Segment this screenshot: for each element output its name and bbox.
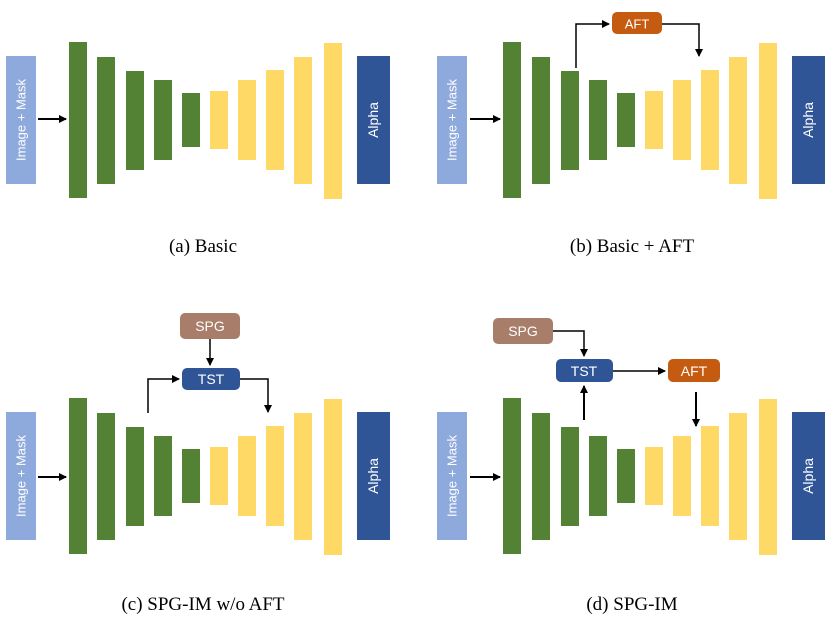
decoder-layer-4 (294, 413, 312, 540)
alpha-label: Alpha (800, 458, 816, 494)
caption-d: (d) SPG-IM (586, 594, 677, 615)
spg-block (493, 318, 553, 344)
panel-d: Image + Mask Alpha SPG TST AFT (d) SPG-I… (437, 318, 825, 615)
aft-block (668, 359, 720, 382)
caption-b: (b) Basic + AFT (570, 236, 695, 257)
alpha-label: Alpha (800, 102, 816, 138)
decoder-layer-5 (759, 43, 777, 199)
panel-b: Image + Mask Alpha AFT (b) Basic + AFT (437, 12, 825, 257)
decoder-layer-3 (701, 426, 719, 526)
encoder-layer-2 (97, 413, 115, 540)
decoder-layer-3 (266, 426, 284, 526)
skip-connection-arrow (575, 20, 610, 68)
encoder-layer-4 (154, 436, 172, 516)
decoder-layer-3 (701, 70, 719, 170)
decoder-layer-2 (238, 80, 256, 160)
spg-label: SPG (195, 318, 225, 334)
alpha-label: Alpha (365, 458, 381, 494)
encoder-layer-5 (617, 93, 635, 147)
encoder-layer-1 (69, 398, 87, 554)
encoder-layer-2 (97, 57, 115, 184)
alpha-box (792, 412, 825, 540)
tst-label: TST (571, 363, 598, 379)
decoder-layer-2 (673, 80, 691, 160)
encoder-layer-5 (182, 449, 200, 503)
decoder-layer-1 (645, 91, 663, 149)
encoder-layer-5 (617, 449, 635, 503)
skip-connection-arrow (147, 375, 180, 413)
tst-block (556, 359, 613, 382)
input-box (437, 56, 467, 184)
encoder-layer-4 (589, 436, 607, 516)
panel-a: Image + Mask Alpha (a) Basic (6, 42, 390, 257)
encoder-layer-3 (126, 427, 144, 526)
encoder-layer-4 (589, 80, 607, 160)
decoder-layer-3 (266, 70, 284, 170)
decoder-layer-5 (759, 399, 777, 555)
alpha-box (792, 56, 825, 184)
decoder-layer-5 (324, 43, 342, 199)
input-box (6, 412, 36, 540)
decoder-layer-4 (729, 413, 747, 540)
aft-label: AFT (625, 17, 650, 32)
input-label: Image + Mask (14, 435, 29, 518)
decoder-layer-1 (210, 91, 228, 149)
input-box (437, 412, 467, 540)
encoder-layer-4 (154, 80, 172, 160)
alpha-label: Alpha (365, 102, 381, 138)
spg-block (180, 313, 240, 339)
encoder-layer-1 (503, 42, 521, 198)
decoder-layer-1 (645, 447, 663, 505)
input-label: Image + Mask (14, 79, 29, 162)
alpha-box (357, 56, 390, 184)
panel-c: Image + Mask Alpha SPG TST (c) SPG-IM w/… (6, 313, 390, 615)
encoder-layer-1 (69, 42, 87, 198)
encoder-layer-2 (532, 413, 550, 540)
tst-block (182, 368, 240, 390)
caption-a: (a) Basic (169, 236, 237, 257)
alpha-box (357, 412, 390, 540)
encoder-layer-1 (503, 398, 521, 554)
aft-block (612, 12, 662, 34)
spg-to-tst-arrow (553, 330, 588, 357)
aft-output-arrow (662, 23, 703, 57)
decoder-layer-4 (294, 57, 312, 184)
encoder-layer-3 (561, 427, 579, 526)
caption-c: (c) SPG-IM w/o AFT (121, 594, 284, 615)
encoder-layer-3 (126, 71, 144, 170)
decoder-layer-2 (673, 436, 691, 516)
tst-output-arrow (240, 378, 272, 413)
aft-label: AFT (681, 363, 708, 379)
input-box (6, 56, 36, 184)
encoder-layer-2 (532, 57, 550, 184)
input-label: Image + Mask (445, 79, 460, 162)
decoder-layer-5 (324, 399, 342, 555)
encoder-layer-3 (561, 71, 579, 170)
encoder-layer-5 (182, 93, 200, 147)
decoder-layer-1 (210, 447, 228, 505)
decoder-layer-4 (729, 57, 747, 184)
input-label: Image + Mask (445, 435, 460, 518)
tst-label: TST (198, 371, 225, 387)
decoder-layer-2 (238, 436, 256, 516)
spg-label: SPG (508, 323, 538, 339)
